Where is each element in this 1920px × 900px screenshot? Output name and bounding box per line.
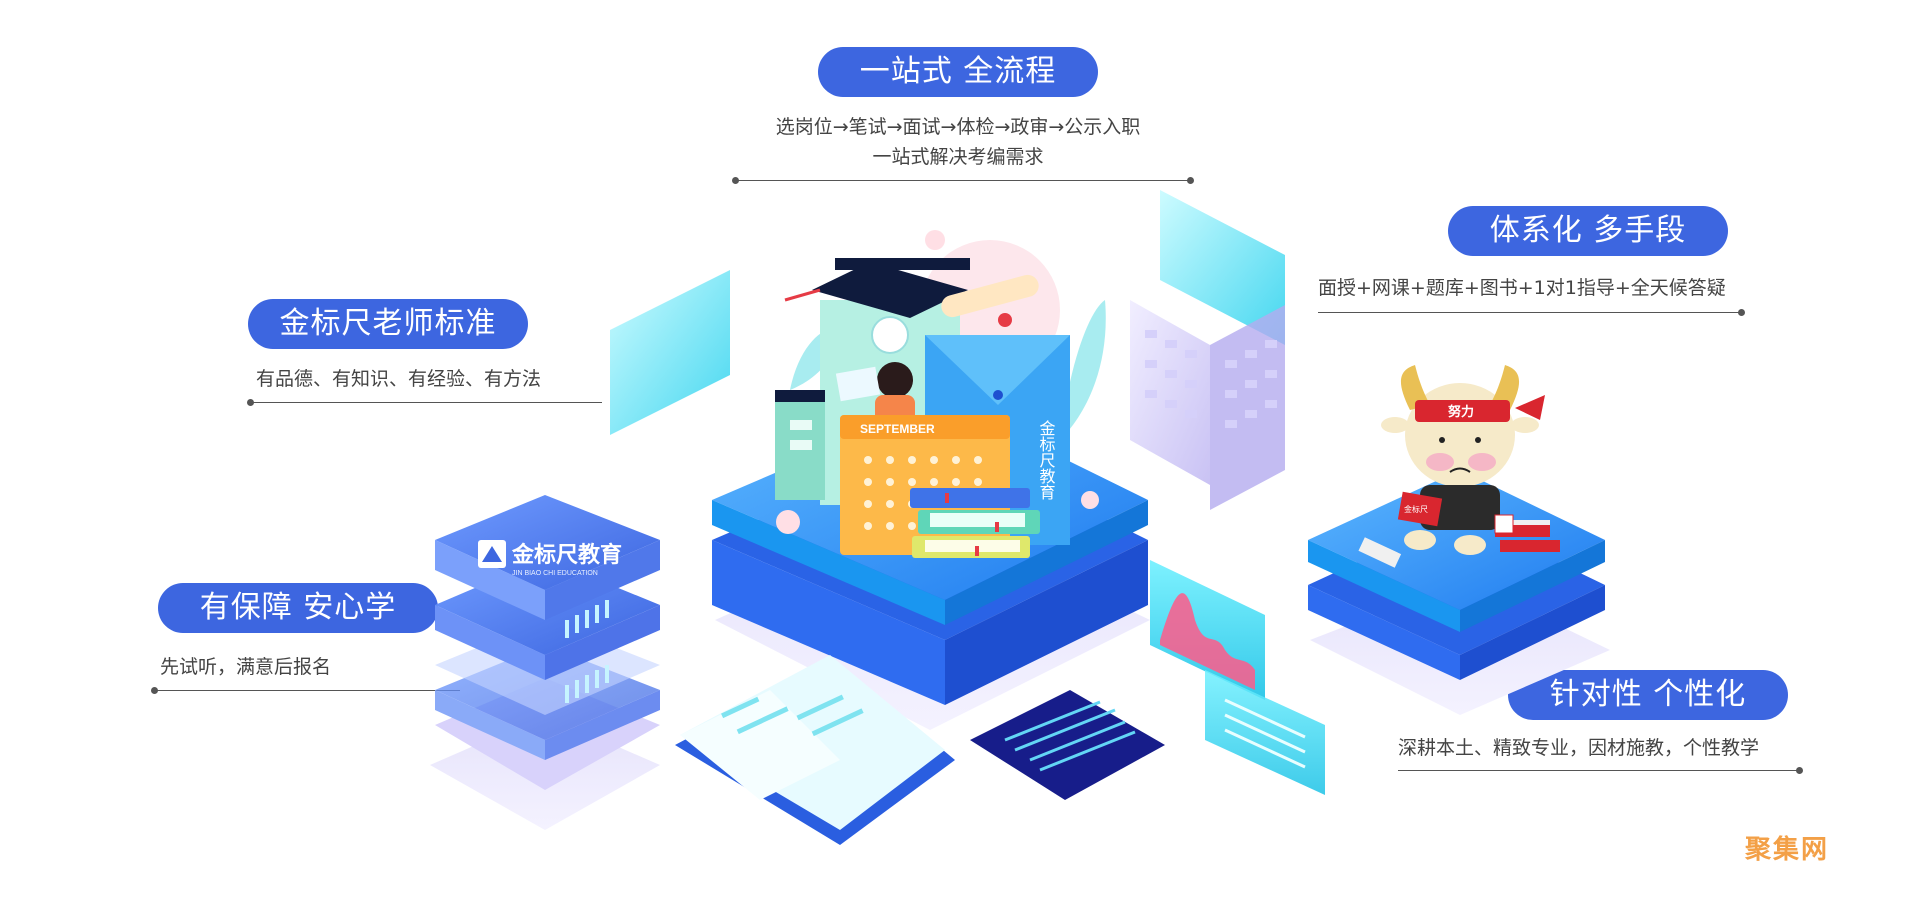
calendar-month: SEPTEMBER: [860, 422, 935, 436]
diploma-icon: [941, 274, 1039, 318]
floating-panel-right: [1160, 190, 1285, 345]
ox-headband-text: 努力: [1448, 404, 1474, 419]
tablet-code-icon: [970, 690, 1165, 800]
flow-divider: [732, 177, 1194, 184]
book-stack-1: [910, 488, 1030, 508]
clock-icon: [871, 316, 909, 354]
target-divider: [1398, 767, 1803, 774]
ox-book-text: 金标尺: [1404, 504, 1428, 514]
watermark-text: 聚集网: [1744, 834, 1829, 864]
ox-headband: [1415, 400, 1510, 422]
brand-logo-sub: JIN BIAO CHI EDUCATION: [512, 570, 598, 577]
ox-mascot: 努力 金标尺: [1358, 365, 1560, 568]
ox-book: [1397, 491, 1443, 527]
brand-logo: 金标尺教育 JIN BIAO CHI EDUCATION: [478, 540, 622, 577]
flow-desc-line1: 选岗位→笔试→面试→体检→政审→公示入职: [775, 116, 1141, 138]
building-icon: [1130, 300, 1285, 510]
flow-title-pill: 一站式 全流程: [818, 47, 1098, 97]
mortarboard-icon: [812, 262, 968, 318]
graduation-scene: 金标尺教育 SEPTEMBER: [775, 230, 1106, 558]
system-desc: 面授+网课+题库+图书+1对1指导+全天候答疑: [1318, 277, 1726, 299]
left-block-stack: 金标尺教育 JIN BIAO CHI EDUCATION: [435, 495, 660, 790]
girl-head: [877, 362, 913, 398]
system-title-pill: 体系化 多手段: [1448, 206, 1728, 256]
envelope-text: 金标尺教育: [1037, 420, 1056, 501]
system-divider: [1318, 309, 1745, 316]
guarantee-divider: [151, 687, 460, 694]
teacher-desc: 有品德、有知识、有经验、有方法: [256, 368, 542, 390]
target-title-pill: 针对性 个性化: [1508, 670, 1788, 720]
teacher-divider: [247, 399, 602, 406]
flow-desc-line2: 一站式解决考编需求: [872, 146, 1044, 168]
floating-panel-left: [610, 270, 730, 435]
guarantee-title-pill: 有保障 安心学: [158, 583, 438, 633]
guarantee-desc: 先试听，满意后报名: [160, 656, 332, 678]
open-book-icon: [675, 655, 955, 845]
chart-panel-icon: [1150, 560, 1325, 795]
brand-logo-text: 金标尺教育: [511, 542, 622, 567]
target-desc: 深耕本土、精致专业，因材施教，个性教学: [1398, 737, 1760, 759]
teacher-title-pill: 金标尺老师标准: [248, 299, 528, 349]
